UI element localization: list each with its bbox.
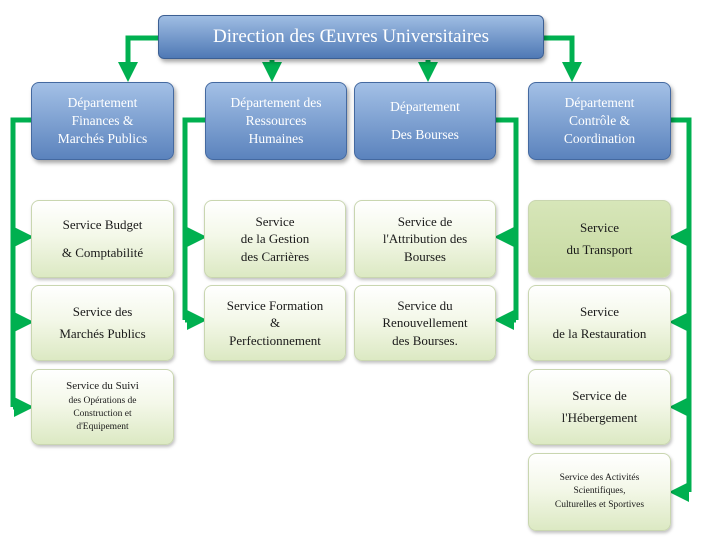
dept-bourses-line-2: Des Bourses (391, 127, 459, 142)
service-line: Service Budget (62, 217, 143, 233)
service-line: Service du (397, 297, 453, 313)
dept-controle-line-3: Coordination (563, 131, 636, 147)
dept-controle-line-1: Département (564, 94, 635, 110)
service-suivi-operations: Service du Suivi des Opérations de Const… (31, 369, 174, 445)
department-ressources-humaines: Département des Ressources Humaines (205, 82, 347, 160)
service-renouvellement-bourses: Service du Renouvellement des Bourses. (354, 285, 496, 361)
service-line: de la Gestion (240, 231, 310, 247)
service-line: Construction et (73, 409, 132, 420)
service-line: l'Hébergement (561, 410, 638, 425)
service-line: Service (580, 304, 619, 320)
dept-finances-line-1: Département (67, 94, 138, 110)
finances-spine (10, 117, 31, 407)
arrow-top-to-finances (118, 35, 158, 82)
service-line: Service du Suivi (66, 380, 139, 393)
service-line: & Comptabilité (61, 245, 144, 260)
service-line: Scientifiques, (573, 486, 626, 497)
controle-spine (671, 117, 692, 492)
dept-finances-line-2: Finances & (71, 112, 134, 128)
service-line: Culturelles et Sportives (554, 499, 645, 510)
service-line: d'Equipement (76, 422, 129, 433)
service-line: de la Restauration (552, 326, 647, 341)
service-line: des Carrières (240, 248, 310, 264)
service-hebergement: Service de l'Hébergement (528, 369, 671, 445)
service-marches-publics: Service des Marchés Publics (31, 285, 174, 361)
service-restauration: Service de la Restauration (528, 285, 671, 361)
department-bourses: Département Des Bourses (354, 82, 496, 160)
service-formation-perfectionnement: Service Formation & Perfectionnement (204, 285, 346, 361)
dept-rh-line-2: Ressources (245, 112, 307, 128)
service-budget-comptabilite: Service Budget & Comptabilité (31, 200, 174, 278)
service-line: des Opérations de (68, 395, 137, 406)
service-transport: Service du Transport (528, 200, 671, 278)
service-line: Service (580, 220, 619, 236)
dept-rh-line-3: Humaines (248, 131, 304, 147)
service-line: du Transport (566, 242, 633, 257)
service-line: l'Attribution des (382, 231, 468, 247)
service-line: des Bourses. (392, 332, 458, 348)
service-line: Marchés Publics (59, 326, 146, 341)
service-line: Service des Activités (559, 473, 640, 484)
service-line: Service de (397, 213, 453, 229)
bourses-spine (496, 117, 519, 320)
rh-spine (182, 117, 205, 320)
service-line: Service des (72, 304, 133, 320)
arrow-top-to-controle (544, 35, 582, 82)
service-line: Renouvellement (382, 315, 468, 331)
service-activites-scientifiques: Service des Activités Scientifiques, Cul… (528, 453, 671, 531)
service-line: Service (255, 213, 295, 229)
direction-box: Direction des Œuvres Universitaires (158, 15, 544, 59)
service-line: Bourses (404, 248, 446, 264)
service-line: & (269, 315, 281, 331)
dept-finances-line-3: Marchés Publics (57, 131, 148, 147)
department-finances: Département Finances & Marchés Publics (31, 82, 174, 160)
dept-controle-line-2: Contrôle & (568, 112, 631, 128)
direction-title: Direction des Œuvres Universitaires (213, 26, 489, 48)
service-line: Perfectionnement (229, 332, 321, 348)
dept-rh-line-1: Département des (230, 94, 322, 110)
service-gestion-carrieres: Service de la Gestion des Carrières (204, 200, 346, 278)
department-controle-coordination: Département Contrôle & Coordination (528, 82, 671, 160)
service-line: Service Formation (226, 297, 324, 313)
dept-bourses-line-1: Département (390, 98, 460, 114)
service-attribution-bourses: Service de l'Attribution des Bourses (354, 200, 496, 278)
service-line: Service de (572, 388, 627, 404)
